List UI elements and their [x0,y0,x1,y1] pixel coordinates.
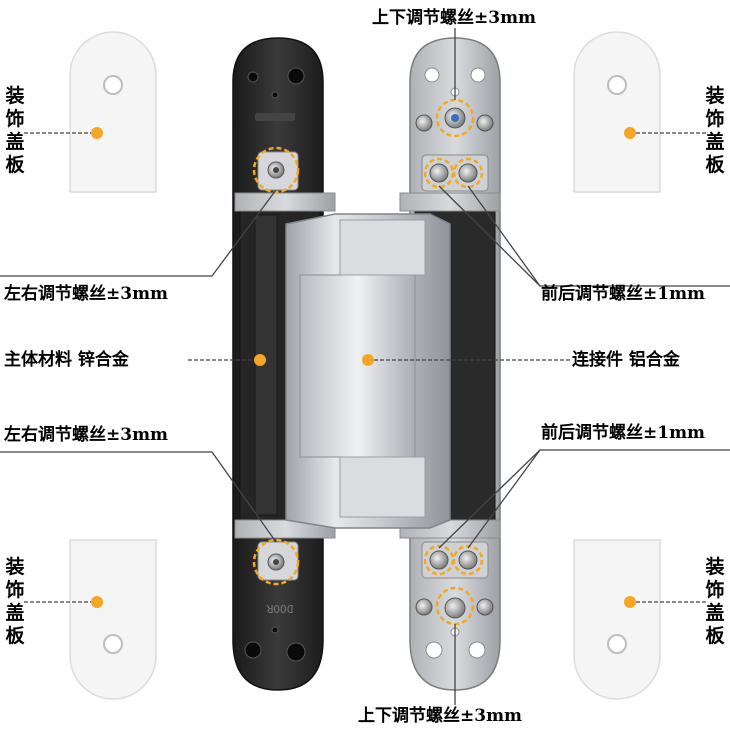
cover-plate-top-left [69,31,157,193]
label-cover-plate-top-left: 装饰盖板 [5,85,25,176]
door-stamp: DOOR [266,602,293,615]
label-bottom-vertical-adjust: 上下调节螺丝±3mm [358,706,523,726]
label-connector-material: 连接件 铝合金 [572,350,680,370]
orange-markers [91,127,636,608]
label-front-back-adjust-lower: 前后调节螺丝±1mm [541,423,706,443]
label-left-right-adjust-upper: 左右调节螺丝±3mm [4,284,169,304]
label-top-vertical-adjust: 上下调节螺丝±3mm [372,8,537,28]
cover-plate-bottom-right [573,539,661,700]
label-cover-plate-bottom-right: 装饰盖板 [705,556,725,647]
cover-plate-top-right [573,31,661,193]
vertical-screws-top [415,107,494,132]
label-left-right-adjust-lower: 左右调节螺丝±3mm [4,425,169,445]
label-cover-plate-bottom-left: 装饰盖板 [5,556,25,647]
label-main-body-material: 主体材料 锌合金 [4,350,129,370]
label-cover-plate-top-right: 装饰盖板 [705,85,725,176]
left-right-screw-upper [257,151,299,191]
aluminum-connector [285,213,451,529]
highlight-circles [252,98,484,626]
left-upper-band [234,192,336,212]
label-front-back-adjust-upper: 前后调节螺丝±1mm [541,284,706,304]
left-right-screw-lower [257,541,299,581]
vertical-screws-bottom [415,597,494,619]
cover-plate-bottom-left [69,539,157,700]
right-upper-band [399,192,501,212]
leader-lines [0,28,730,705]
